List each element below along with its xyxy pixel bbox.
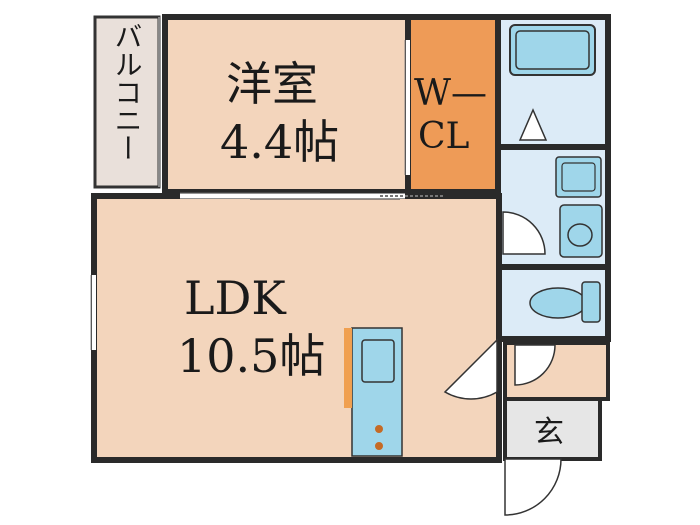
western-room-size: 4.4帖 (220, 115, 339, 169)
ldk-room-name: LDK (184, 271, 287, 325)
walk-in-closet (405, 14, 501, 195)
shower-icon (518, 108, 548, 141)
entrance-label: 玄 (534, 415, 564, 450)
ldk-room (91, 193, 502, 463)
ldk-room-size: 10.5帖 (177, 329, 325, 383)
ldk-door-swing (443, 338, 498, 400)
stove-burner-icon (375, 425, 383, 433)
sink-basin (561, 162, 596, 192)
western-room-name: 洋室 (226, 57, 318, 111)
toilet-icon (529, 287, 587, 319)
closet-label-line1: W— (414, 73, 487, 114)
kitchen-sink-icon (361, 339, 395, 383)
toilet-tank (581, 281, 601, 323)
balcony-area (93, 15, 161, 189)
closet-label-line2: CL (418, 116, 470, 157)
toilet-door-swing (514, 344, 556, 386)
washer-drum (567, 223, 593, 247)
front-door-swing (504, 458, 562, 516)
stove-burner-icon (375, 442, 383, 450)
kitchen-counter-edge (344, 328, 352, 408)
western-room (162, 14, 411, 195)
bathtub-inner (515, 30, 590, 70)
washroom-door-swing (502, 211, 546, 255)
balcony-label: バルコニー (111, 22, 144, 162)
